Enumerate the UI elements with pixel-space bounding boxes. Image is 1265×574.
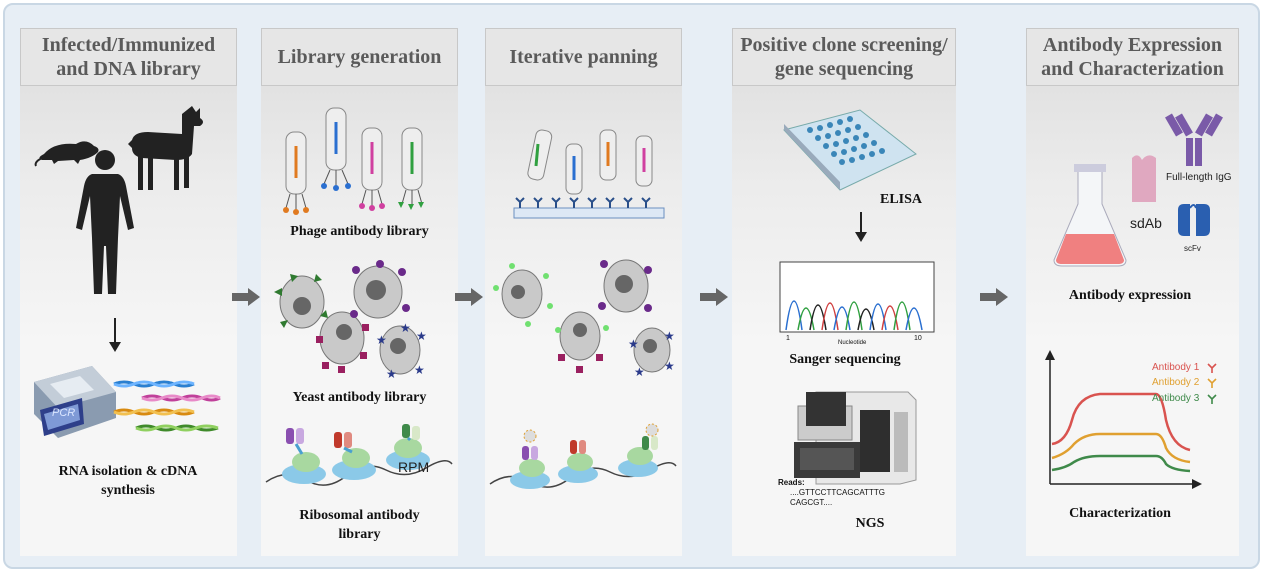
phage-library-icon bbox=[283, 107, 424, 215]
ribosome-library-icon bbox=[265, 424, 453, 486]
flow-arrow-4 bbox=[980, 288, 1008, 306]
flow-arrow-1 bbox=[232, 288, 260, 306]
expression-caption: Antibody expression bbox=[1068, 288, 1192, 303]
phage-panning-icon bbox=[513, 129, 665, 219]
yeast-library-caption: Yeast antibody library bbox=[292, 390, 427, 405]
ribosome-panning-icon bbox=[489, 423, 677, 489]
legend-antibody-1: Antibody 1 bbox=[1152, 362, 1200, 373]
llama-icon bbox=[128, 106, 203, 190]
characterization-chart bbox=[1045, 350, 1202, 489]
flow-arrow-2 bbox=[455, 288, 483, 306]
ribosome-library-caption: Ribosomal antibody library bbox=[299, 508, 420, 542]
scfv-icon bbox=[1178, 204, 1210, 236]
dna-strands-icon bbox=[113, 380, 221, 432]
svg-text:★: ★ bbox=[416, 329, 427, 343]
pcr-machine-icon bbox=[34, 366, 116, 438]
sanger-axis-end: 10 bbox=[914, 335, 922, 342]
down-arrow-icon-2 bbox=[855, 212, 867, 242]
igg-label: Full-length IgG bbox=[1166, 172, 1232, 183]
rna-isolation-caption: RNA isolation & cDNA synthesis bbox=[58, 464, 198, 498]
legend-antibody-icons bbox=[1207, 363, 1217, 404]
svg-text:★: ★ bbox=[386, 367, 397, 381]
stage-2-title: Library generation bbox=[261, 28, 458, 86]
phage-library-caption: Phage antibody library bbox=[290, 224, 429, 239]
stage-3-title: Iterative panning bbox=[485, 28, 682, 86]
rpm-label: RPM bbox=[398, 459, 430, 475]
svg-text:★: ★ bbox=[664, 329, 675, 343]
yeast-panning-icon: ★ ★ ★ ★ bbox=[493, 259, 675, 379]
panel-stage-1 bbox=[20, 28, 237, 556]
flow-arrow-3 bbox=[700, 288, 728, 306]
human-icon bbox=[76, 150, 134, 294]
yeast-library-icon: ★ ★ ★ ★ ★ bbox=[274, 260, 427, 381]
stage-4-title: Positive clone screening/ gene sequencin… bbox=[732, 28, 956, 86]
scfv-label: scFv bbox=[1184, 244, 1201, 253]
reads-sequence: ....GTTCCTTCAGCATTTG CAGCGT.... bbox=[790, 488, 885, 507]
elisa-plate-icon bbox=[783, 109, 917, 191]
svg-text:★: ★ bbox=[376, 333, 387, 347]
mouse-icon bbox=[34, 141, 99, 167]
sanger-chromatogram bbox=[779, 261, 935, 333]
ngs-sequencer-icon bbox=[794, 391, 917, 485]
flask-icon bbox=[1053, 164, 1127, 267]
svg-text:★: ★ bbox=[634, 365, 645, 379]
svg-text:★: ★ bbox=[628, 337, 639, 351]
sdab-icon bbox=[1132, 155, 1156, 202]
antibody-3-curve bbox=[1051, 454, 1191, 473]
stage-1-title: Infected/Immunized and DNA library bbox=[20, 28, 237, 86]
sanger-axis-label: Nucleotide bbox=[838, 340, 867, 346]
characterization-caption: Characterization bbox=[1069, 506, 1171, 521]
stage-5-title: Antibody Expression and Characterization bbox=[1026, 28, 1239, 86]
antibody-1-curve bbox=[1051, 392, 1191, 452]
reads-label: Reads: bbox=[778, 478, 805, 487]
elisa-label: ELISA bbox=[880, 192, 923, 207]
igg-icon bbox=[1165, 113, 1223, 166]
legend-antibody-2: Antibody 2 bbox=[1152, 377, 1200, 388]
ngs-caption: NGS bbox=[855, 516, 885, 531]
sdab-label: sdAb bbox=[1130, 215, 1162, 231]
antibody-2-curve bbox=[1051, 432, 1191, 464]
down-arrow-icon bbox=[109, 318, 121, 352]
legend-antibody-3: Antibody 3 bbox=[1152, 393, 1200, 404]
sanger-caption: Sanger sequencing bbox=[789, 352, 901, 367]
sanger-axis-start: 1 bbox=[786, 335, 790, 342]
svg-text:★: ★ bbox=[400, 321, 411, 335]
pcr-label: PCR bbox=[52, 407, 76, 419]
svg-text:★: ★ bbox=[664, 359, 675, 373]
svg-text:★: ★ bbox=[414, 363, 425, 377]
